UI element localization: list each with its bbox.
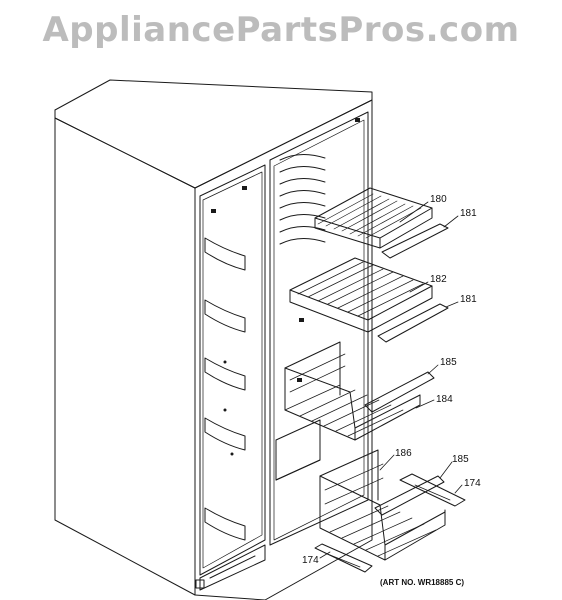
wire-basket-186	[319, 449, 446, 561]
base-grille	[195, 544, 266, 591]
drawer-rail-174-right	[399, 473, 466, 507]
fresh-food-compartment	[199, 164, 266, 576]
art-number: (ART NO. WR18885 C)	[380, 578, 465, 587]
callout-174-right: 174	[464, 478, 481, 489]
watermark-logo: AppliancePartsPros.com	[42, 10, 520, 50]
drawer-rail-174-left	[314, 543, 373, 573]
basket-handle-185a	[364, 371, 435, 413]
callout-180: 180	[430, 194, 447, 205]
wire-shelf-180	[314, 187, 433, 249]
basket-handle-185b	[374, 475, 445, 516]
callout-186: 186	[395, 448, 412, 459]
callout-181-lower: 181	[460, 294, 477, 305]
callout-185-lower: 185	[452, 454, 469, 465]
shelf-trim-181a	[381, 223, 449, 259]
shelf-trim-181b	[377, 303, 449, 343]
freezer-compartment	[269, 111, 369, 546]
callout-181-upper: 181	[460, 208, 477, 219]
callout-185-upper: 185	[440, 357, 457, 368]
wire-basket-184	[284, 341, 421, 441]
cabinet-outline	[54, 79, 373, 600]
callout-184: 184	[436, 394, 453, 405]
callout-174-left: 174	[302, 555, 319, 566]
callout-182: 182	[430, 274, 447, 285]
leader-lines	[319, 201, 463, 559]
wire-shelf-182	[289, 257, 433, 333]
